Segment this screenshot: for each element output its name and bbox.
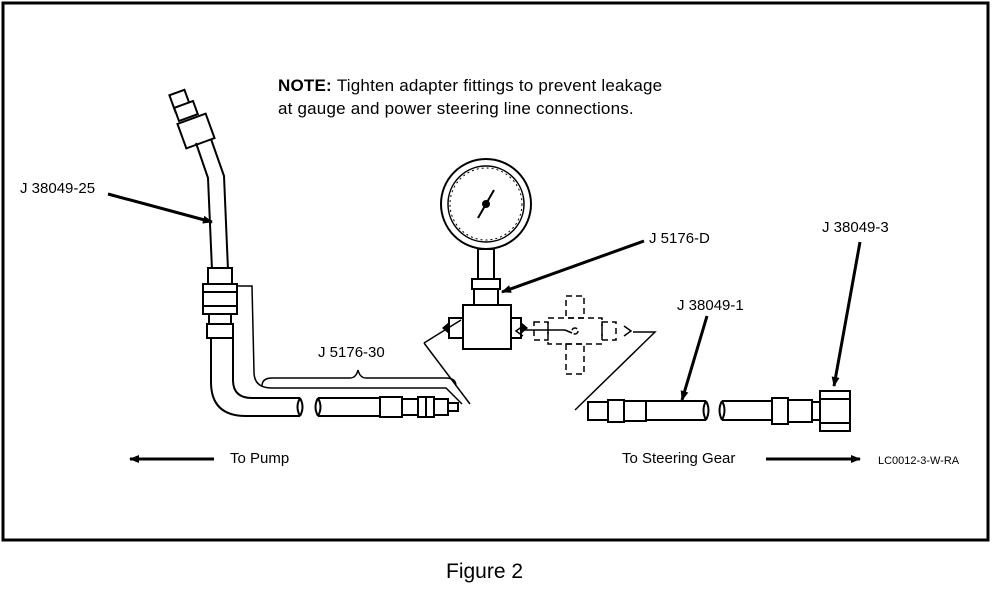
label-j38049-1: J 38049-1 xyxy=(677,297,744,314)
hose-break-right xyxy=(702,400,726,421)
gauge-connection-outline xyxy=(423,319,573,405)
label-j38049-3: J 38049-3 xyxy=(822,219,889,236)
note-text: NOTE: Tighten adapter fittings to preven… xyxy=(278,74,662,120)
hose-assembly-j38049-25 xyxy=(168,88,300,417)
leader-j5176-d xyxy=(501,239,645,294)
dashed-tee-arrow-right xyxy=(623,325,633,337)
note-line-2: at gauge and power steering line connect… xyxy=(278,99,634,118)
label-j5176-30: J 5176-30 xyxy=(318,344,385,361)
figure-caption: Figure 2 xyxy=(446,560,524,583)
figure-frame xyxy=(1,1,990,542)
label-j38049-25: J 38049-25 xyxy=(20,180,96,197)
to-steering-gear-label: To Steering Gear xyxy=(622,450,736,467)
note-prefix: NOTE: xyxy=(278,76,332,95)
dashed-tee xyxy=(533,295,617,375)
label-brace xyxy=(261,369,457,387)
drawing-code: LC0012-3-W-RA xyxy=(878,455,960,467)
leader-j38049-3 xyxy=(831,241,862,387)
dashed-tee-arrow-left xyxy=(514,325,524,337)
pressure-gauge xyxy=(440,158,532,350)
right-connection-outline xyxy=(574,331,657,411)
leader-j38049-1 xyxy=(680,315,709,401)
to-pump-label: To Pump xyxy=(230,450,290,467)
adapter-j38049-3 xyxy=(722,390,851,432)
note-line-1: Tighten adapter fittings to prevent leak… xyxy=(336,76,663,95)
leader-j38049-25 xyxy=(107,192,213,224)
hose-break-left xyxy=(296,397,322,417)
label-j5176-d: J 5176-D xyxy=(649,230,710,247)
hose-j38049-1 xyxy=(587,399,706,423)
hose-j5176-30-outline xyxy=(238,285,463,405)
hose-j5176-30 xyxy=(318,396,459,418)
